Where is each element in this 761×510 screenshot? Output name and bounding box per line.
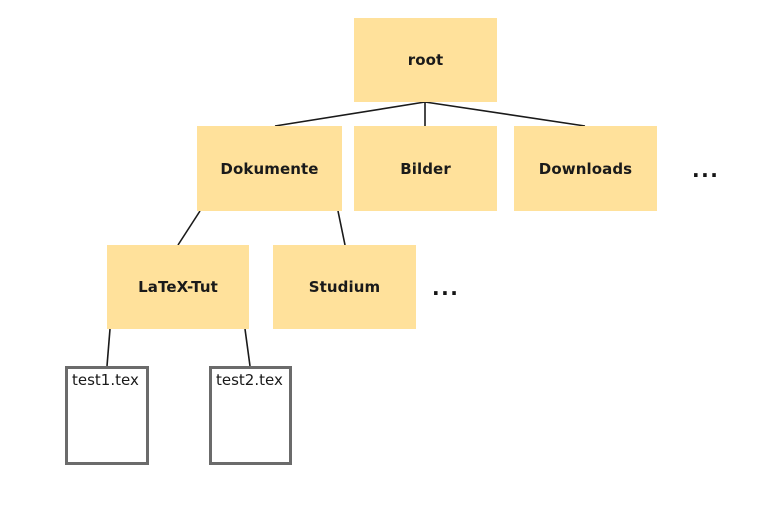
ellipsis-more-dokumente-children: ... [432,276,460,300]
ellipsis-more-root-children: ... [692,158,720,182]
tree-node-label-downloads: Downloads [538,159,633,178]
tree-node-bilder[interactable]: Bilder [354,126,497,211]
tree-edge-root-to-dokumente [274,101,426,127]
tree-node-label-test1: test1.tex [72,371,139,389]
tree-node-latextut[interactable]: LaTeX-Tut [107,245,249,329]
tree-node-downloads[interactable]: Downloads [514,126,657,211]
tree-node-test2[interactable]: test2.tex [209,366,292,465]
tree-node-label-latextut: LaTeX-Tut [138,278,218,296]
tree-node-label-studium: Studium [308,278,381,296]
tree-edge-latextut-to-test1 [106,328,111,367]
tree-node-label-test2: test2.tex [216,371,283,389]
tree-node-label-dokumente: Dokumente [220,159,319,178]
tree-node-dokumente[interactable]: Dokumente [197,126,342,211]
tree-node-studium[interactable]: Studium [273,245,416,329]
tree-node-label-root: root [407,51,444,69]
tree-edge-latextut-to-test2 [244,328,251,367]
tree-node-test1[interactable]: test1.tex [65,366,149,465]
tree-node-label-bilder: Bilder [400,159,451,178]
tree-edge-dokumente-to-latextut [177,210,201,246]
tree-edge-dokumente-to-studium [337,210,346,246]
tree-edge-root-to-downloads [424,101,586,127]
tree-node-root[interactable]: root [354,18,497,102]
